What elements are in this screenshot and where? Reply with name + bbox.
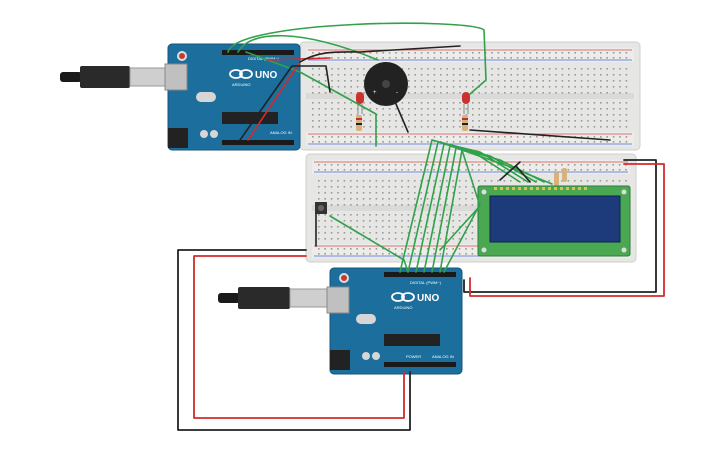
arduino-uno-bottom[interactable]: UNO ARDUINO DIGITAL (PWM~) POWER ANALOG …	[326, 267, 463, 375]
wire-red-top[interactable]	[267, 57, 331, 61]
wire-black-lcd[interactable]	[499, 161, 531, 183]
wire-black-top-2[interactable]	[239, 65, 331, 141]
resistor-left[interactable]	[356, 115, 362, 131]
uno-label-bottom: UNO	[417, 293, 439, 304]
analog-label-bottom: ANALOG IN	[432, 354, 454, 359]
buzzer[interactable]: + -	[364, 62, 408, 106]
digital-label-bottom: DIGITAL (PWM~)	[410, 280, 442, 285]
wire-green-lcd-2[interactable]	[407, 141, 529, 273]
resistor-lcd-a[interactable]	[554, 172, 559, 186]
resistor-lcd-b[interactable]	[562, 168, 567, 182]
uno-label-top: UNO	[255, 70, 277, 81]
wire-red-top-2[interactable]	[247, 61, 301, 141]
wire-green-top-2[interactable]	[237, 34, 379, 61]
arduino-logo-top	[229, 69, 253, 79]
wire-green-lcd-6[interactable]	[439, 149, 481, 273]
wire-red-right-loop[interactable]	[469, 163, 665, 297]
push-button[interactable]	[315, 202, 327, 214]
arduino-brand-top: ARDUINO	[232, 82, 250, 87]
power-label-bottom: POWER	[406, 354, 421, 359]
buzzer-plus-label: +	[373, 90, 377, 96]
analog-label-top: ANALOG IN	[270, 130, 292, 135]
arduino-logo-bottom	[391, 292, 415, 302]
lcd-display[interactable]	[477, 185, 631, 257]
resistor-right[interactable]	[462, 115, 468, 131]
wire-black-led[interactable]	[469, 129, 611, 141]
wire-green-top-1[interactable]	[227, 22, 487, 95]
wire-black-right-loop[interactable]	[463, 159, 657, 293]
wire-black-buzzer[interactable]	[395, 103, 409, 133]
wire-green-lcd-5[interactable]	[431, 147, 553, 273]
wire-green-button-2[interactable]	[443, 203, 481, 273]
wire-black-top[interactable]	[299, 45, 461, 63]
wire-green-top-3[interactable]	[245, 51, 377, 147]
arduino-brand-bottom: ARDUINO	[394, 305, 412, 310]
wires	[177, 22, 665, 431]
usb-cable-bottom[interactable]	[218, 287, 333, 309]
wire-black-left-loop[interactable]	[177, 249, 411, 431]
usb-cable-top[interactable]	[60, 66, 171, 88]
led-right[interactable]	[462, 92, 470, 114]
wire-green-button[interactable]	[329, 215, 409, 273]
wire-red-left-loop[interactable]	[193, 255, 405, 419]
buzzer-minus-label: -	[396, 90, 398, 96]
